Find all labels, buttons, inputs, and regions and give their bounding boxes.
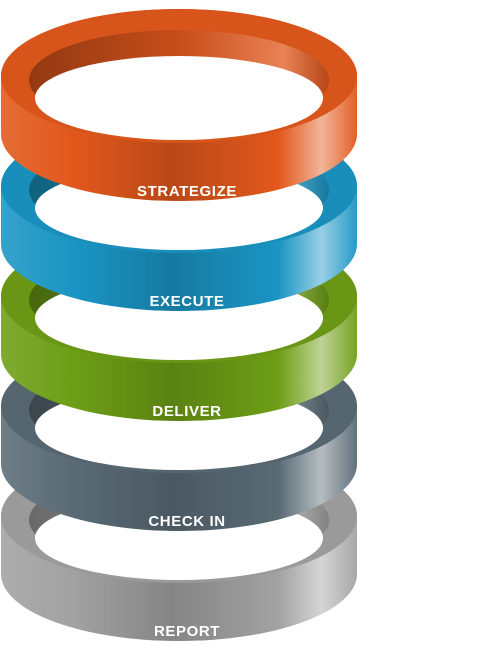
ring-strategize: STRATEGIZE	[1, 9, 357, 201]
ring-label: CHECK IN	[148, 513, 225, 530]
ring-label: EXECUTE	[149, 293, 224, 310]
ring-opening	[35, 56, 323, 140]
ring-label: REPORT	[154, 623, 220, 640]
ring-label: STRATEGIZE	[137, 183, 237, 200]
ring-label: DELIVER	[152, 403, 221, 420]
